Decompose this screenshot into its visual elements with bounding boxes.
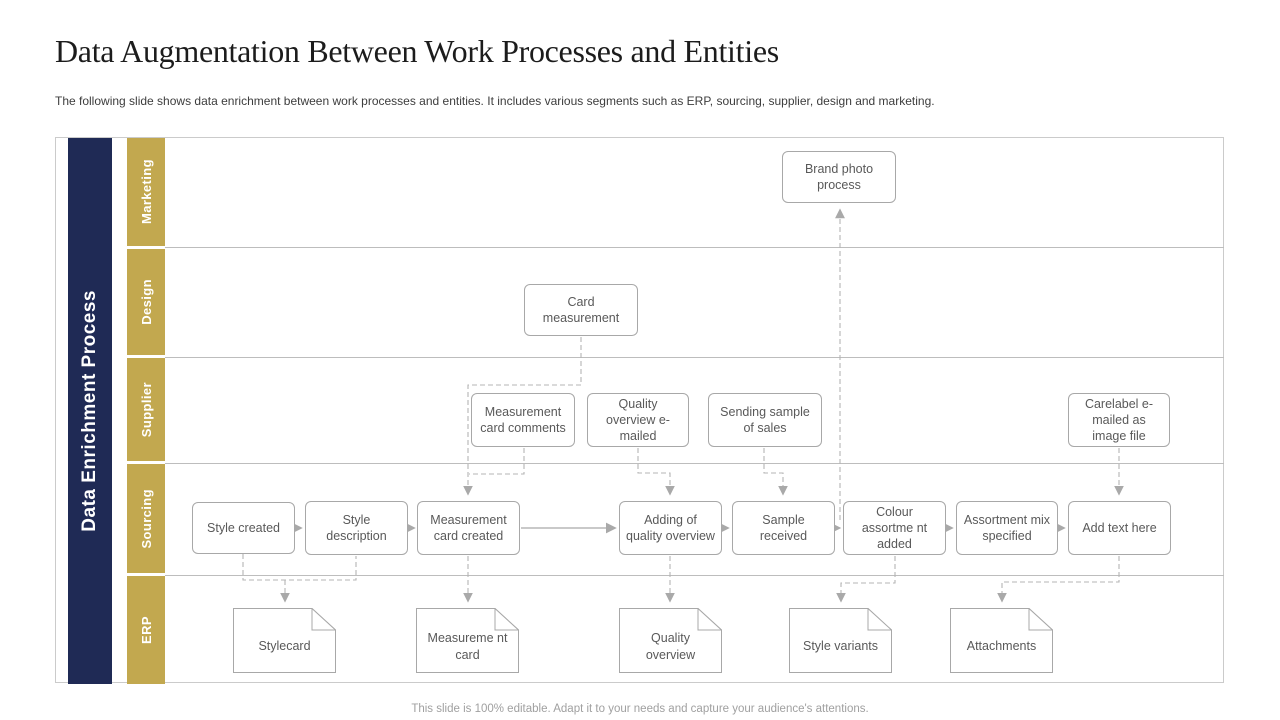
node-quality-overview-emailed: Quality overview e-mailed	[587, 393, 689, 447]
node-adding-of-quality-overview: Adding of quality overview	[619, 501, 722, 555]
node-measurement-card-comments: Measurement card comments	[471, 393, 575, 447]
node-colour-assortment-added: Colour assortme nt added	[843, 501, 946, 555]
lane-divider	[165, 575, 1224, 576]
node-brand-photo-process: Brand photo process	[782, 151, 896, 203]
slide-footer-note: This slide is 100% editable. Adapt it to…	[411, 703, 869, 715]
document-shape-icon	[416, 608, 519, 673]
doc-stylecard: Stylecard	[233, 608, 336, 673]
doc-quality-overview: Quality overview	[619, 608, 722, 673]
lane-label-sourcing: Sourcing	[127, 464, 165, 573]
node-style-created: Style created	[192, 502, 295, 554]
lane-divider	[165, 463, 1224, 464]
lane-divider	[165, 357, 1224, 358]
doc-attachments: Attachments	[950, 608, 1053, 673]
node-add-text-here: Add text here	[1068, 501, 1171, 555]
document-shape-icon	[789, 608, 892, 673]
lane-label-marketing: Marketing	[127, 138, 165, 246]
doc-measurement-card: Measureme nt card	[416, 608, 519, 673]
slide-subtitle: The following slide shows data enrichmen…	[55, 94, 935, 108]
node-card-measurement: Card measurement	[524, 284, 638, 336]
node-assortment-mix-specified: Assortment mix specified	[956, 501, 1058, 555]
document-shape-icon	[950, 608, 1053, 673]
doc-style-variants: Style variants	[789, 608, 892, 673]
node-measurement-card-created: Measurement card created	[417, 501, 520, 555]
page-title: Data Augmentation Between Work Processes…	[55, 33, 779, 69]
document-shape-icon	[233, 608, 336, 673]
lane-label-supplier: Supplier	[127, 358, 165, 461]
process-header-bar: Data Enrichment Process	[68, 138, 112, 684]
node-carelabel-emailed: Carelabel e-mailed as image file	[1068, 393, 1170, 447]
node-style-description: Style description	[305, 501, 408, 555]
node-sample-received: Sample received	[732, 501, 835, 555]
lane-label-design: Design	[127, 249, 165, 355]
node-sending-sample-of-sales: Sending sample of sales	[708, 393, 822, 447]
process-label: Data Enrichment Process	[79, 290, 100, 532]
lane-divider	[165, 247, 1224, 248]
document-shape-icon	[619, 608, 722, 673]
lane-label-erp: ERP	[127, 576, 165, 684]
